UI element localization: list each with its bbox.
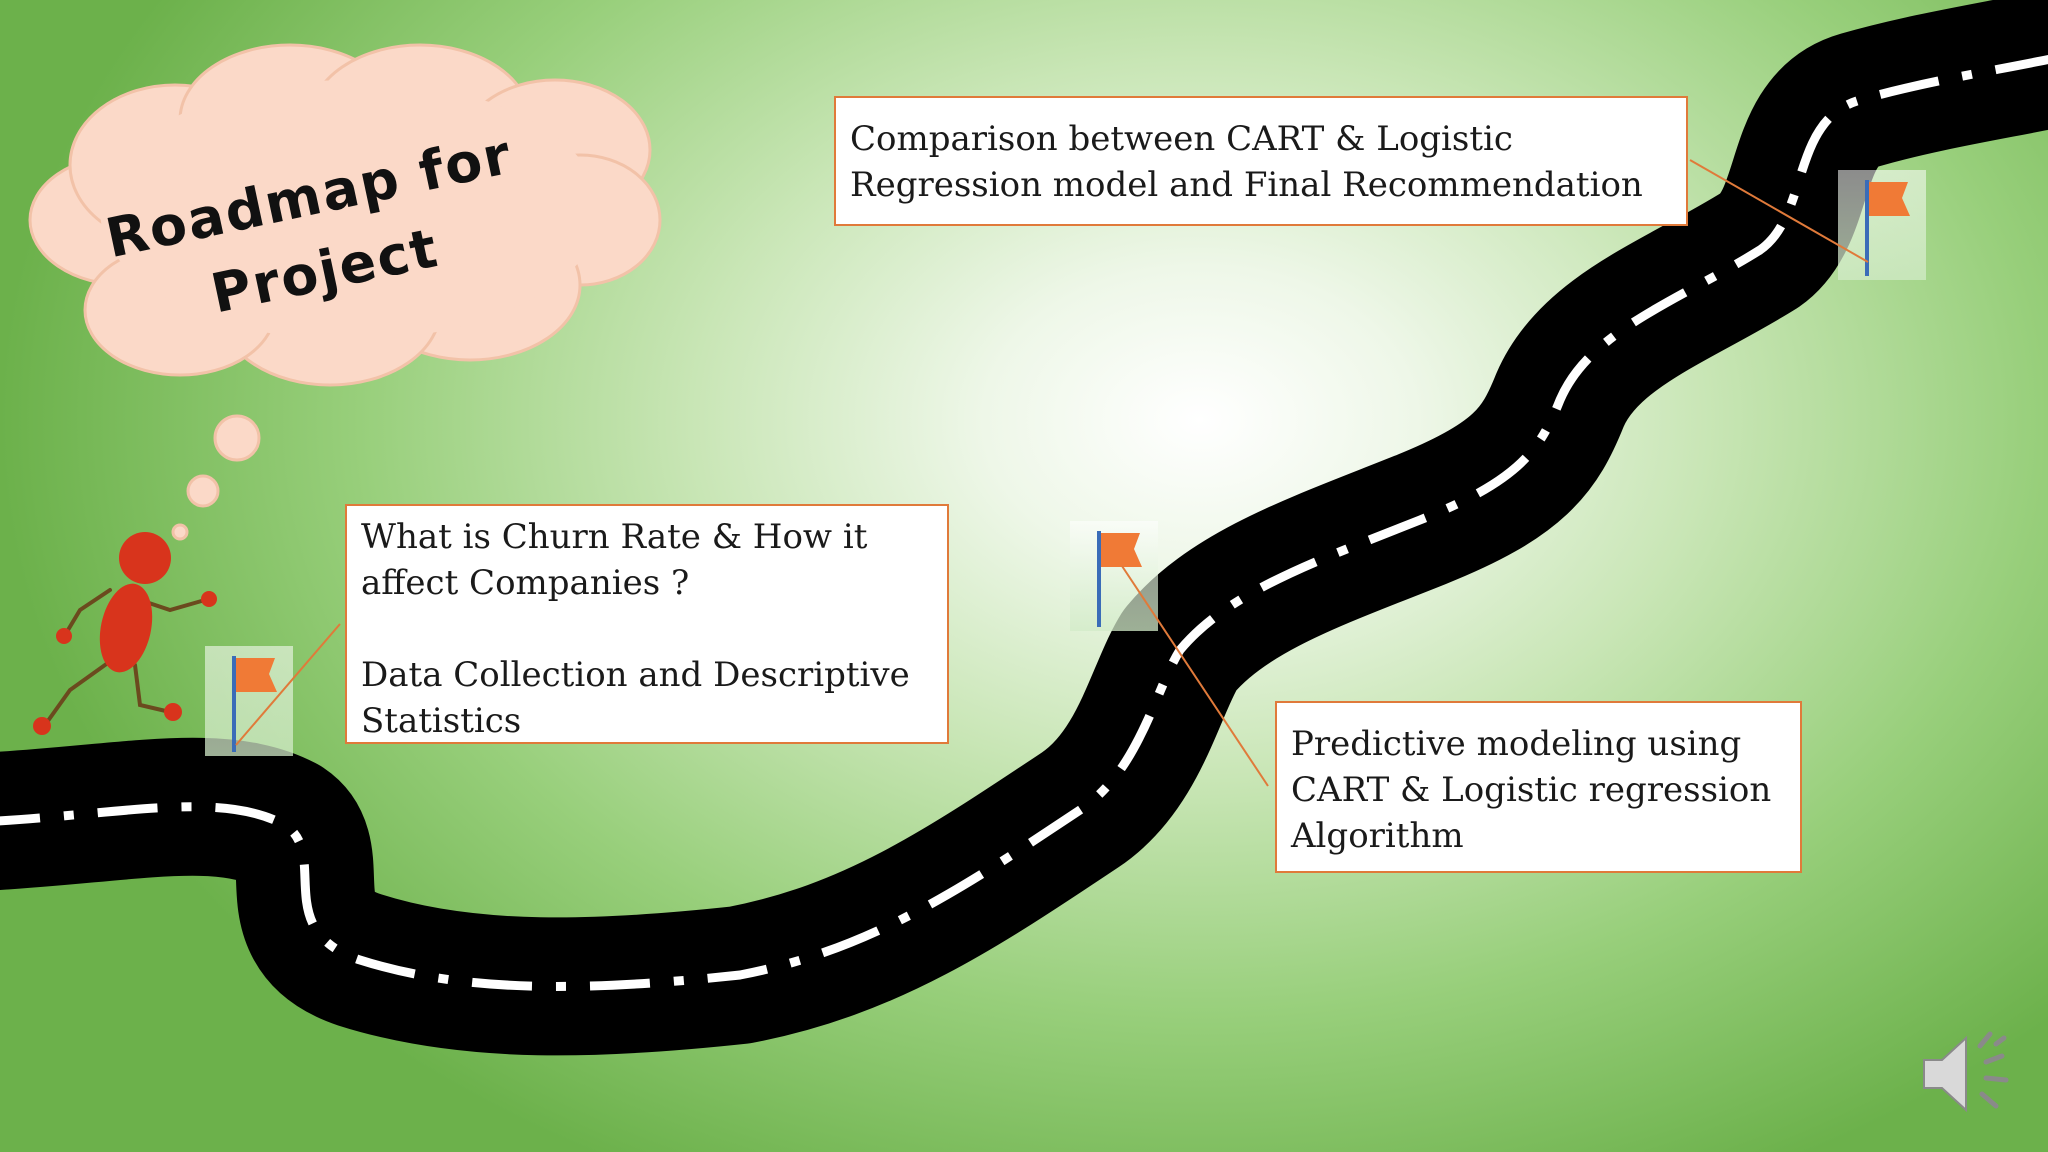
- runner-leg-right: [133, 663, 172, 714]
- flag-icon: [205, 646, 293, 756]
- speaker-icon[interactable]: [1918, 1024, 2018, 1124]
- runner-head: [119, 532, 171, 584]
- runner-leg-left: [43, 658, 114, 727]
- flag-icon: [1070, 521, 1158, 631]
- road-centerline: [0, 54, 2048, 991]
- runner-body: [99, 583, 153, 673]
- connector-churn: [235, 623, 341, 746]
- flag-icon: [1838, 170, 1926, 280]
- connector-predictive: [1121, 565, 1269, 787]
- connector-comparison: [1689, 159, 1869, 263]
- milestone-comparison-box: Comparison between CART & Logistic Regre…: [834, 96, 1688, 226]
- milestone-churn-box: What is Churn Rate & How it affect Compa…: [345, 504, 949, 744]
- milestone-predictive-box: Predictive modeling using CART & Logisti…: [1275, 701, 1802, 873]
- runner-arm-left: [63, 588, 112, 637]
